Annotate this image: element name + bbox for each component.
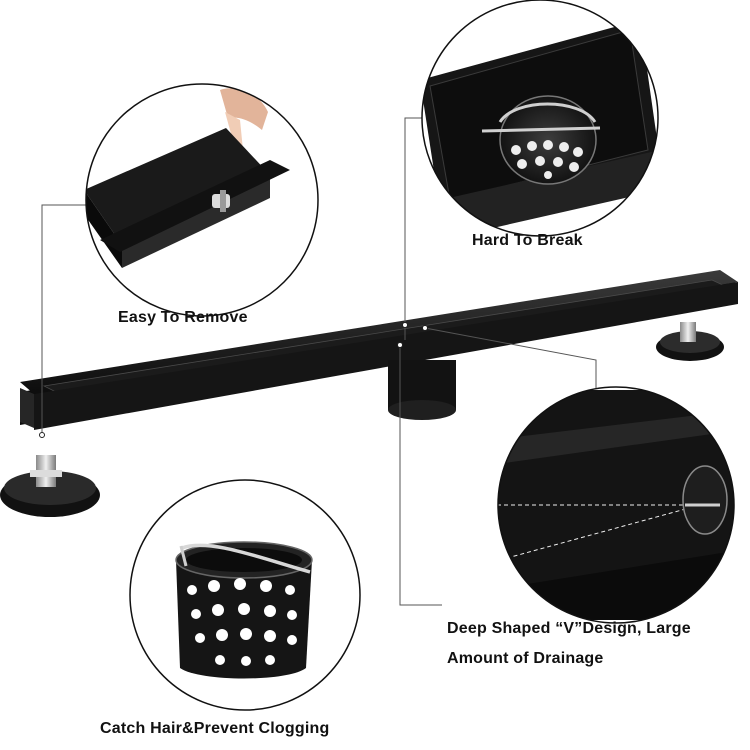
caption-catch-hair: Catch Hair&Prevent Clogging xyxy=(100,720,330,737)
caption-easy-remove: Easy To Remove xyxy=(118,309,248,326)
caption-deep-v-line2: Amount of Drainage xyxy=(447,650,604,667)
caption-hard-break: Hard To Break xyxy=(472,232,583,249)
connector-dots xyxy=(39,322,428,438)
callout-hard-break xyxy=(421,0,659,237)
caption-deep-v-line1: Deep Shaped “V”Design, Large xyxy=(447,620,691,637)
left-leveling-foot xyxy=(0,455,100,517)
callout-catch-hair xyxy=(129,479,361,711)
right-leveling-foot xyxy=(656,322,724,361)
callout-connectors xyxy=(41,117,597,606)
callout-easy-remove xyxy=(85,83,319,317)
callout-deep-v xyxy=(497,386,735,624)
linear-drain xyxy=(0,270,738,517)
